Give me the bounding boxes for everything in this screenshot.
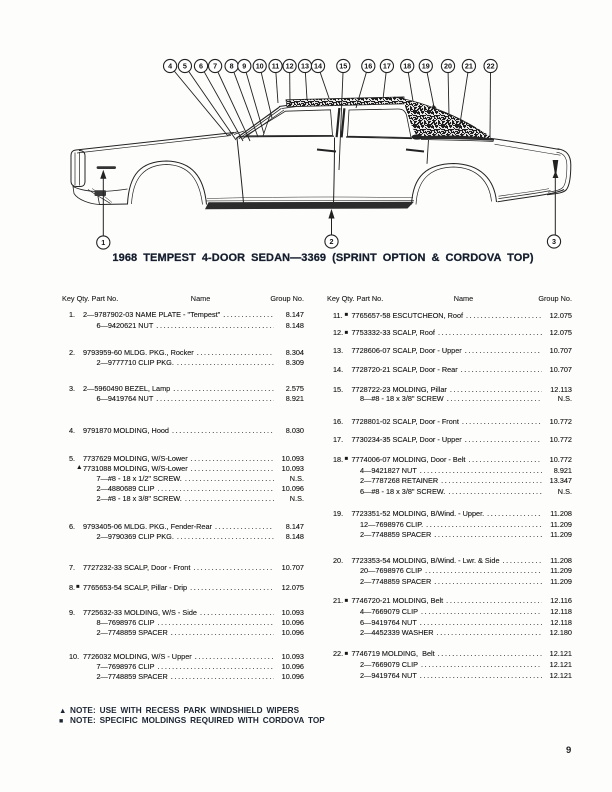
svg-text:1: 1 xyxy=(101,238,105,247)
svg-text:20: 20 xyxy=(444,62,452,71)
svg-text:15: 15 xyxy=(339,62,347,71)
svg-text:16: 16 xyxy=(364,62,372,71)
svg-text:12: 12 xyxy=(286,62,294,71)
svg-text:6: 6 xyxy=(199,62,203,71)
svg-text:14: 14 xyxy=(314,62,322,71)
svg-text:8: 8 xyxy=(230,62,234,71)
svg-text:22: 22 xyxy=(487,62,495,71)
svg-text:10: 10 xyxy=(256,62,264,71)
svg-text:9: 9 xyxy=(242,62,246,71)
svg-text:3: 3 xyxy=(552,237,556,246)
svg-text:7: 7 xyxy=(213,62,217,71)
svg-text:5: 5 xyxy=(183,62,187,71)
svg-text:2: 2 xyxy=(330,237,334,246)
svg-text:11: 11 xyxy=(272,62,280,71)
svg-text:21: 21 xyxy=(465,62,473,71)
svg-text:13: 13 xyxy=(301,62,309,71)
svg-text:4: 4 xyxy=(168,62,172,71)
svg-text:17: 17 xyxy=(383,62,391,71)
svg-text:18: 18 xyxy=(403,62,411,71)
svg-text:19: 19 xyxy=(422,62,430,71)
